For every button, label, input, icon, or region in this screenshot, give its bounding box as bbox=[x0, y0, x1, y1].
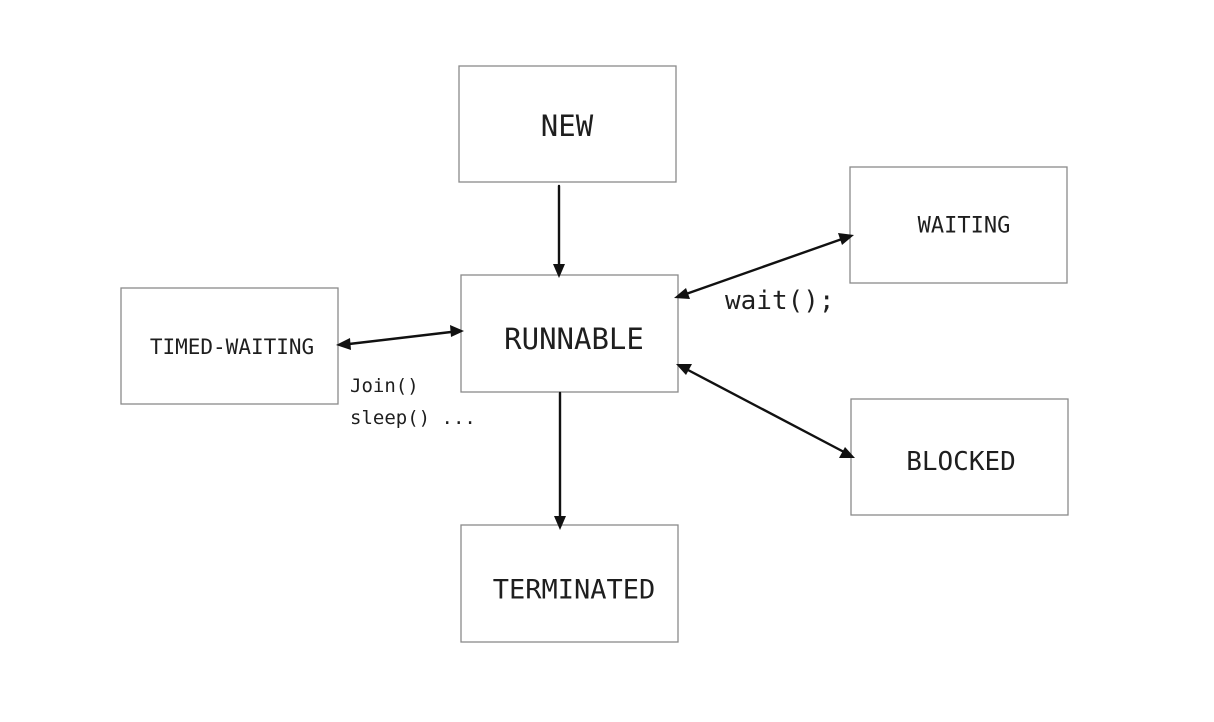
state-timed-waiting-box bbox=[120, 287, 339, 405]
state-blocked: BLOCKED bbox=[850, 398, 1069, 516]
arrowhead-icon bbox=[676, 364, 692, 375]
arrowhead-icon bbox=[553, 264, 565, 278]
edge-new-to-runnable bbox=[553, 184, 565, 278]
state-new: NEW bbox=[458, 65, 677, 183]
edge-label-wait: wait(); bbox=[725, 286, 835, 316]
edge-runnable-waiting-line bbox=[684, 237, 844, 296]
state-timed-waiting-label: TIMED-WAITING bbox=[150, 335, 314, 359]
state-timed-waiting: TIMED-WAITING bbox=[120, 287, 339, 405]
edge-timed-waiting-runnable-line bbox=[347, 330, 453, 346]
state-terminated: TERMINATED bbox=[460, 524, 679, 643]
state-runnable: RUNNABLE bbox=[460, 274, 679, 393]
state-waiting: WAITING bbox=[849, 166, 1068, 284]
state-blocked-label: BLOCKED bbox=[906, 447, 1016, 477]
arrowhead-icon bbox=[838, 233, 854, 245]
state-new-label: NEW bbox=[541, 109, 594, 143]
edge-runnable-to-terminated bbox=[554, 391, 566, 530]
arrowhead-icon bbox=[554, 516, 566, 530]
edge-label-join: Join() bbox=[350, 375, 419, 397]
arrowhead-icon bbox=[450, 325, 464, 337]
state-new-box bbox=[458, 65, 677, 183]
state-waiting-box bbox=[849, 166, 1068, 284]
edge-runnable-waiting bbox=[674, 233, 854, 299]
edge-timed-waiting-runnable bbox=[336, 325, 464, 350]
edge-runnable-blocked-line bbox=[686, 368, 846, 454]
state-terminated-box bbox=[460, 524, 679, 643]
arrowhead-icon bbox=[674, 288, 690, 299]
edge-label-sleep: sleep() ... bbox=[350, 407, 476, 429]
state-runnable-box bbox=[460, 274, 679, 393]
state-runnable-label: RUNNABLE bbox=[504, 322, 644, 356]
state-terminated-label: TERMINATED bbox=[493, 575, 656, 606]
arrowhead-icon bbox=[336, 338, 351, 350]
edge-runnable-blocked bbox=[676, 364, 855, 458]
state-blocked-box bbox=[850, 398, 1069, 516]
arrowhead-icon bbox=[839, 447, 855, 458]
state-waiting-label: WAITING bbox=[918, 214, 1011, 239]
